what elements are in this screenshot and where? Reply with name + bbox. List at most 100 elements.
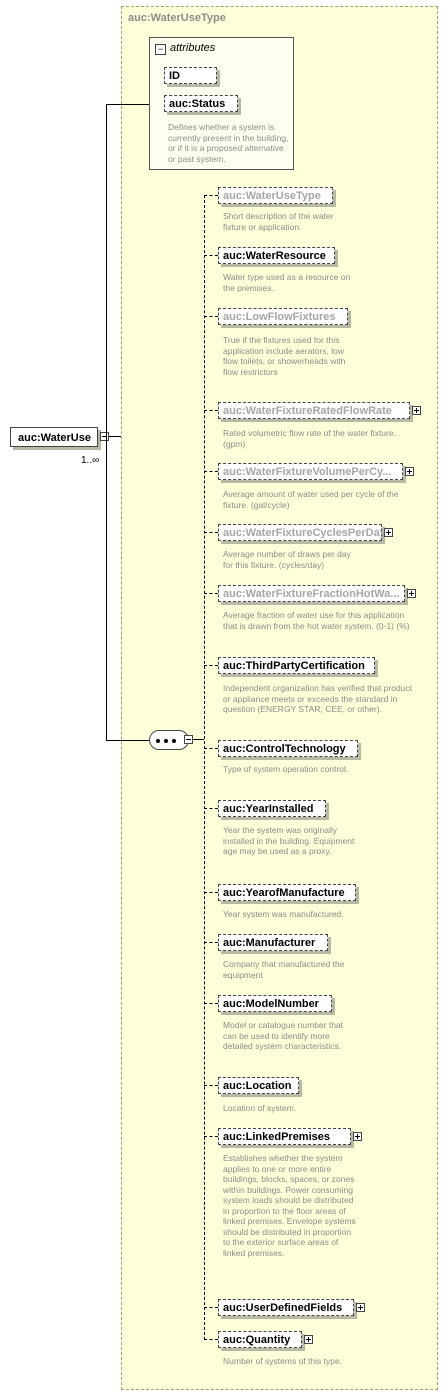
element-name: WaterResource (245, 250, 326, 262)
element-name: YearofManufacture (245, 887, 345, 899)
element-prefix: auc: (223, 803, 246, 815)
expand-icon[interactable] (412, 406, 421, 415)
element-linkedpremises[interactable]: auc:LinkedPremises (218, 1128, 351, 1145)
occurrence-label: 1..∞ (81, 455, 100, 466)
attribute-name: Status (191, 98, 226, 110)
attributes-header[interactable]: −attributes (155, 42, 215, 55)
expand-icon[interactable] (353, 1132, 362, 1141)
element-waterfixtureratedflowrate[interactable]: auc:WaterFixtureRatedFlowRate (218, 402, 410, 419)
element-name: ModelNumber (245, 998, 319, 1010)
element-waterfixturevolumepercy[interactable]: auc:WaterFixtureVolumePerCy... (218, 463, 403, 480)
element-waterfixturecyclesperday[interactable]: auc:WaterFixtureCyclesPerDay (218, 524, 386, 541)
element-prefix: auc: (223, 588, 246, 600)
element-prefix: auc: (223, 1080, 246, 1092)
element-name: WaterFixtureRatedFlowRate (245, 405, 392, 417)
element-connector (204, 593, 218, 594)
element-description: Establishes whether the system applies t… (223, 1153, 356, 1258)
element-name: ThirdPartyCertification (245, 660, 365, 672)
element-prefix: auc: (223, 1302, 246, 1314)
element-name: UserDefinedFields (245, 1302, 343, 1314)
element-quantity[interactable]: auc:Quantity (218, 1331, 302, 1348)
attribute-id[interactable]: ID (164, 67, 217, 84)
element-modelnumber[interactable]: auc:ModelNumber (218, 995, 332, 1012)
connector (106, 104, 149, 105)
element-prefix: auc: (223, 466, 246, 478)
root-name: WaterUse (40, 432, 91, 444)
element-connector (204, 471, 218, 472)
element-connector (204, 1307, 218, 1308)
attributes-label: attributes (170, 42, 216, 54)
element-name: WaterFixtureVolumePerCy... (245, 466, 392, 478)
element-name: WaterFixtureCyclesPerDay (245, 527, 386, 539)
element-prefix: auc: (223, 250, 246, 262)
element-userdefinedfields[interactable]: auc:UserDefinedFields (218, 1299, 354, 1316)
element-connector (204, 808, 218, 809)
element-description: Company that manufactured the equipment (223, 959, 345, 980)
element-connector (204, 1085, 218, 1086)
element-connector (204, 1339, 218, 1340)
element-location[interactable]: auc:Location (218, 1077, 299, 1094)
element-connector (204, 316, 218, 317)
collapse-icon[interactable] (184, 735, 193, 744)
element-description: Type of system operation control. (223, 764, 349, 774)
element-connector (204, 892, 218, 893)
connector (106, 104, 107, 740)
element-connector (204, 255, 218, 256)
element-connector (204, 532, 218, 533)
expand-icon[interactable] (407, 589, 416, 598)
element-prefix: auc: (223, 190, 246, 202)
element-manufacturer[interactable]: auc:Manufacturer (218, 934, 328, 951)
element-connector (204, 195, 218, 196)
element-prefix: auc: (223, 527, 246, 539)
element-waterfixturefractionhotwa[interactable]: auc:WaterFixtureFractionHotWa... (218, 585, 405, 602)
element-description: Year system was manufactured. (223, 909, 344, 919)
connector (109, 436, 121, 437)
expand-icon[interactable] (356, 1303, 365, 1312)
element-name: WaterUseType (245, 190, 321, 202)
expand-icon[interactable] (384, 528, 393, 537)
element-prefix: auc: (223, 743, 246, 755)
element-description: Water type used as a resource on the pre… (223, 272, 351, 293)
element-yearinstalled[interactable]: auc:YearInstalled (218, 800, 326, 817)
element-waterresource[interactable]: auc:WaterResource (218, 247, 335, 264)
element-yearofmanufacture[interactable]: auc:YearofManufacture (218, 884, 356, 901)
element-connector (204, 1003, 218, 1004)
element-prefix: auc: (223, 937, 246, 949)
element-thirdpartycertification[interactable]: auc:ThirdPartyCertification (218, 657, 375, 674)
collapse-icon[interactable] (100, 432, 109, 441)
sequence-icon (156, 739, 182, 743)
element-description: Location of system. (223, 1103, 297, 1113)
element-waterusetype[interactable]: auc:WaterUseType (218, 187, 333, 204)
collapse-icon[interactable]: − (155, 44, 166, 55)
element-prefix: auc: (223, 405, 246, 417)
element-name: Manufacturer (245, 937, 316, 949)
element-description: Independent organization has verified th… (223, 683, 413, 714)
element-description: True if the fixtures used for this appli… (223, 335, 346, 377)
element-controltechnology[interactable]: auc:ControlTechnology (218, 740, 358, 757)
element-name: ControlTechnology (245, 743, 346, 755)
root-element[interactable]: auc:WaterUse (10, 427, 98, 447)
sequence-compositor[interactable] (149, 730, 189, 750)
element-name: WaterFixtureFractionHotWa... (245, 588, 400, 600)
element-lowflowfixtures[interactable]: auc:LowFlowFixtures (218, 308, 348, 325)
attribute-name: ID (169, 70, 180, 82)
element-prefix: auc: (223, 887, 246, 899)
element-name: LowFlowFixtures (245, 311, 336, 323)
expand-icon[interactable] (304, 1335, 313, 1344)
element-description: Year the system was originally installed… (223, 825, 355, 856)
element-name: LinkedPremises (245, 1131, 330, 1143)
connector (193, 739, 204, 740)
element-prefix: auc: (223, 1334, 246, 1346)
expand-icon[interactable] (405, 467, 414, 476)
element-connector (204, 942, 218, 943)
element-description: Number of systems of this type. (223, 1356, 343, 1366)
element-name: YearInstalled (245, 803, 314, 815)
sequence-trunk (204, 195, 205, 1340)
element-connector (204, 410, 218, 411)
element-prefix: auc: (223, 660, 246, 672)
element-description: Model or catalogue number that can be us… (223, 1020, 344, 1051)
element-name: Location (245, 1080, 292, 1092)
attribute-prefix: auc: (169, 98, 192, 110)
attribute-status[interactable]: auc:Status (164, 95, 238, 112)
element-description: Rated volumetric flow rate of the water … (223, 428, 396, 449)
